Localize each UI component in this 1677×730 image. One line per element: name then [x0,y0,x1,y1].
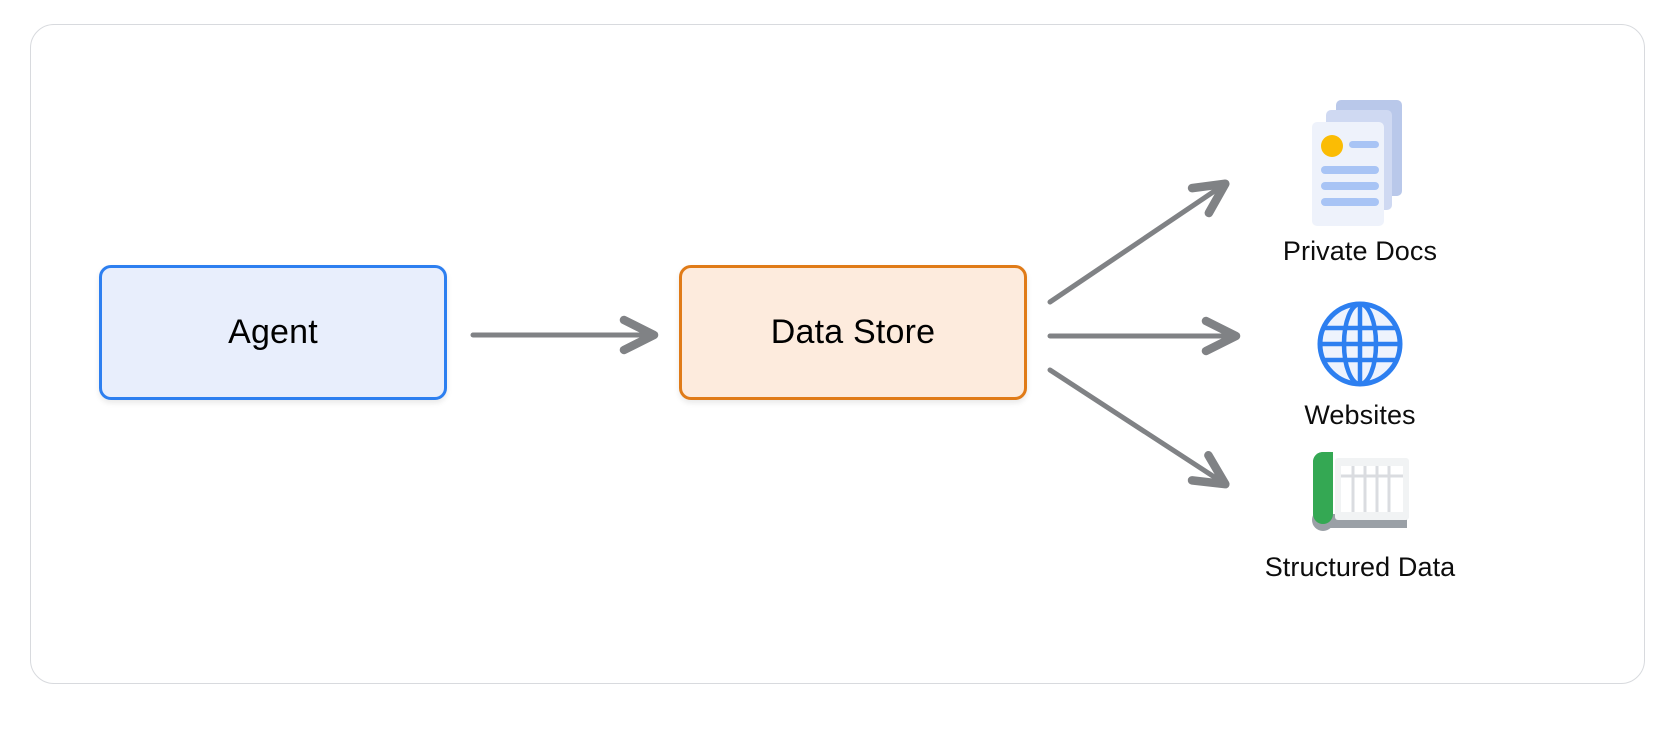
node-agent[interactable]: Agent [99,265,447,400]
spreadsheet-icon [1312,452,1409,531]
node-data-store-label: Data Store [770,312,936,351]
node-data-store[interactable]: Data Store [679,265,1027,400]
endpoint-websites-label: Websites [1304,400,1416,430]
endpoint-structured-data[interactable]: Structured Data [1230,448,1490,583]
endpoint-private-docs[interactable]: Private Docs [1230,96,1490,267]
endpoint-private-docs-label: Private Docs [1282,236,1438,266]
globe-icon [1317,301,1403,387]
node-agent-label: Agent [228,312,318,351]
endpoint-structured-data-label: Structured Data [1264,552,1456,582]
documents-stack-icon [1312,100,1402,226]
endpoint-websites[interactable]: Websites [1230,296,1490,431]
